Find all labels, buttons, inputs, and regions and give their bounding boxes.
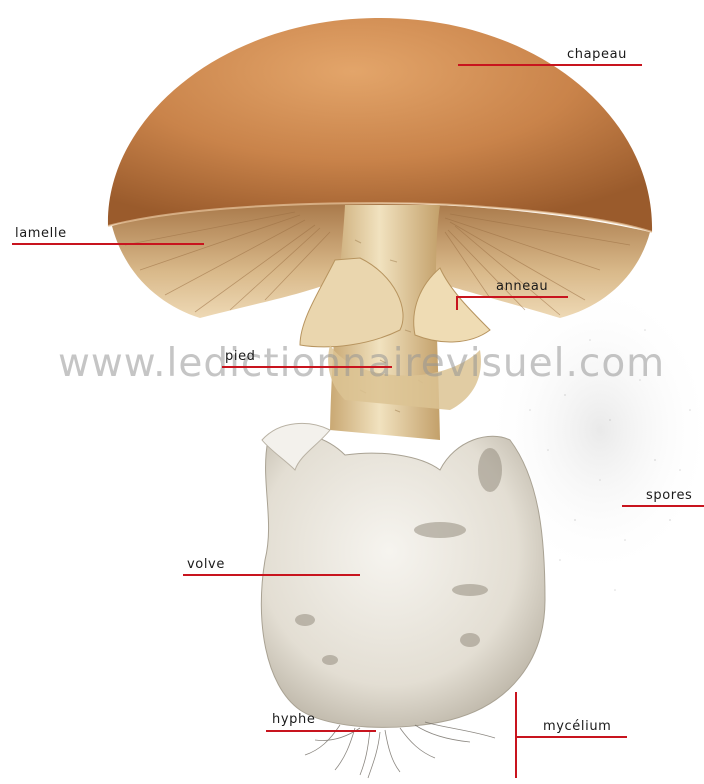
label-spores: spores	[646, 488, 692, 503]
lamelle-leader	[12, 243, 204, 245]
label-lamelle: lamelle	[15, 226, 67, 241]
label-mycelium: mycélium	[543, 719, 611, 734]
mycelium-leader	[515, 736, 627, 738]
volve-leader	[183, 574, 360, 576]
anneau-leader-vertical	[456, 296, 458, 310]
pied-leader	[222, 366, 392, 368]
label-anneau: anneau	[496, 279, 548, 294]
spores-leader	[622, 505, 704, 507]
volva	[261, 434, 545, 728]
label-hyphe: hyphe	[272, 712, 315, 727]
label-volve: volve	[187, 557, 225, 572]
hyphe-leader	[266, 730, 376, 732]
label-pied: pied	[225, 349, 256, 364]
anneau-leader	[456, 296, 568, 298]
label-chapeau: chapeau	[567, 47, 627, 62]
mycelium-bracket	[515, 692, 517, 778]
watermark: www.ledictionnairevisuel.com	[58, 341, 665, 386]
chapeau-leader	[458, 64, 642, 66]
